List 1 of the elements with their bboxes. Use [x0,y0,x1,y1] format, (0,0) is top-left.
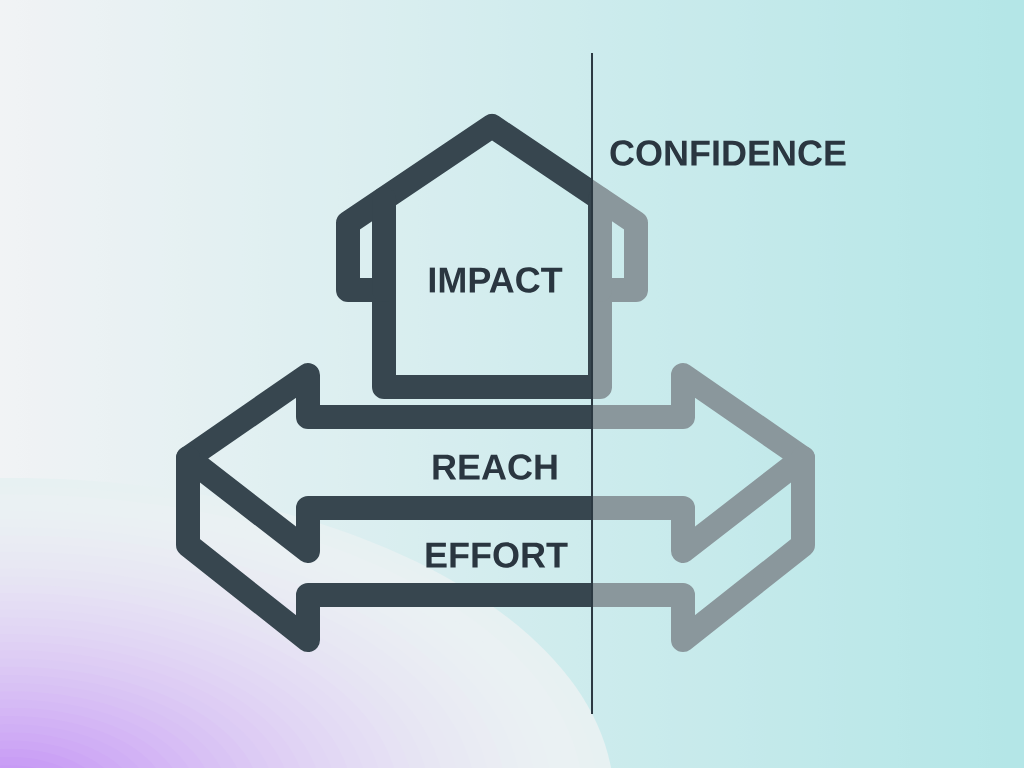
text-label: CONFIDENCE [610,140,846,166]
